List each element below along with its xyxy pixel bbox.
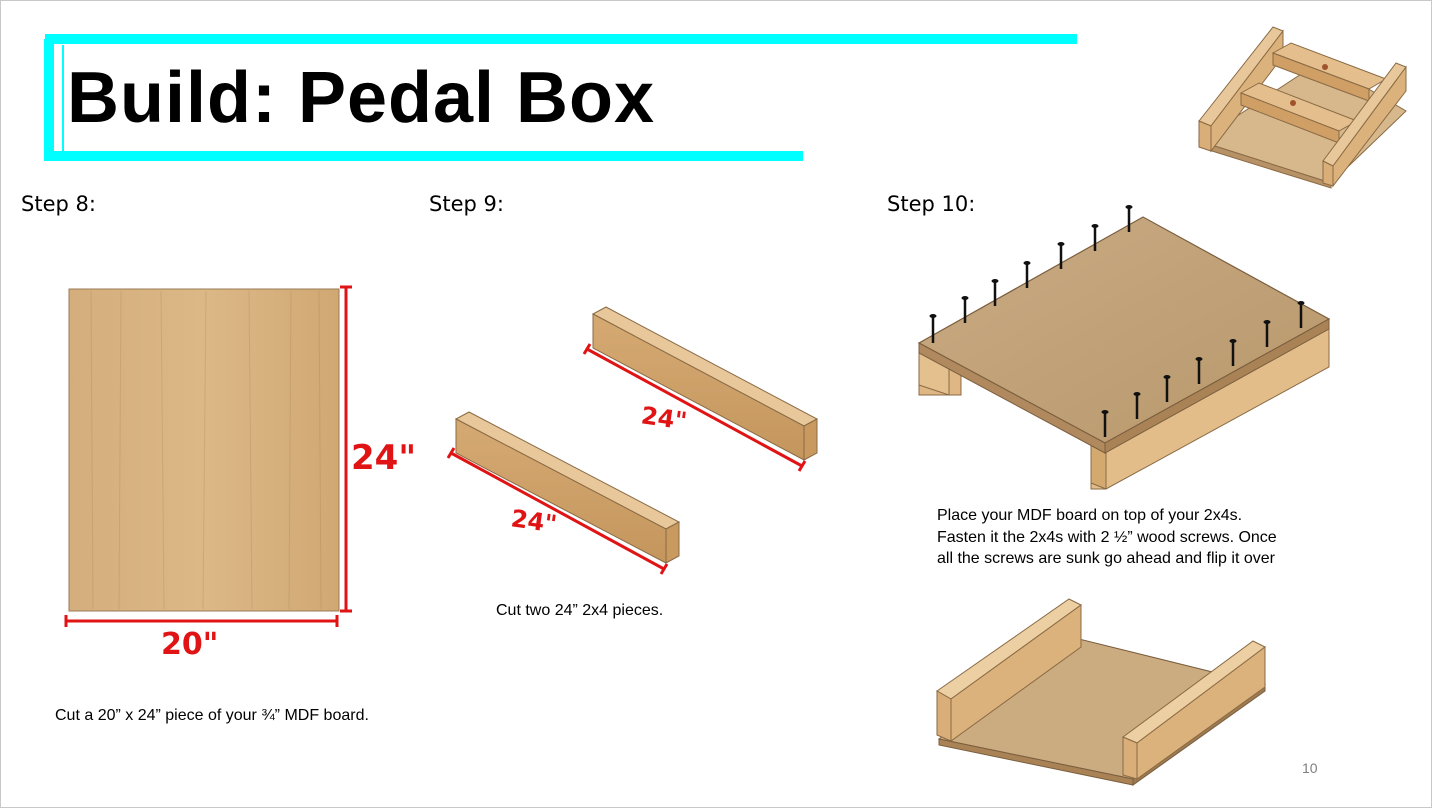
step-10-caption: Place your MDF board on top of your 2x4s… (937, 507, 1277, 567)
step-10-label: Step 10: (887, 192, 976, 216)
step-8-caption: Cut a 20” x 24” piece of your ¾” MDF boa… (55, 707, 369, 724)
title-frame-left-bottom (44, 39, 803, 161)
step-9-label: Step 9: (429, 192, 504, 216)
board-upper-length-label: 24" (639, 401, 688, 435)
page-number: 10 (1302, 760, 1318, 776)
panel-height-label: 24" (351, 438, 416, 478)
board-upper (591, 306, 819, 461)
panel-width-label: 20" (161, 627, 218, 662)
board-lower-length-label: 24" (509, 504, 558, 538)
step-9-caption: Cut two 24” 2x4 pieces. (496, 602, 664, 619)
title-frame (44, 34, 1077, 161)
page-title: Build: Pedal Box (67, 58, 656, 138)
screws (931, 208, 1303, 437)
board-lower (454, 411, 681, 564)
mdf-panel (68, 288, 340, 612)
step-8-label: Step 8: (21, 192, 96, 216)
